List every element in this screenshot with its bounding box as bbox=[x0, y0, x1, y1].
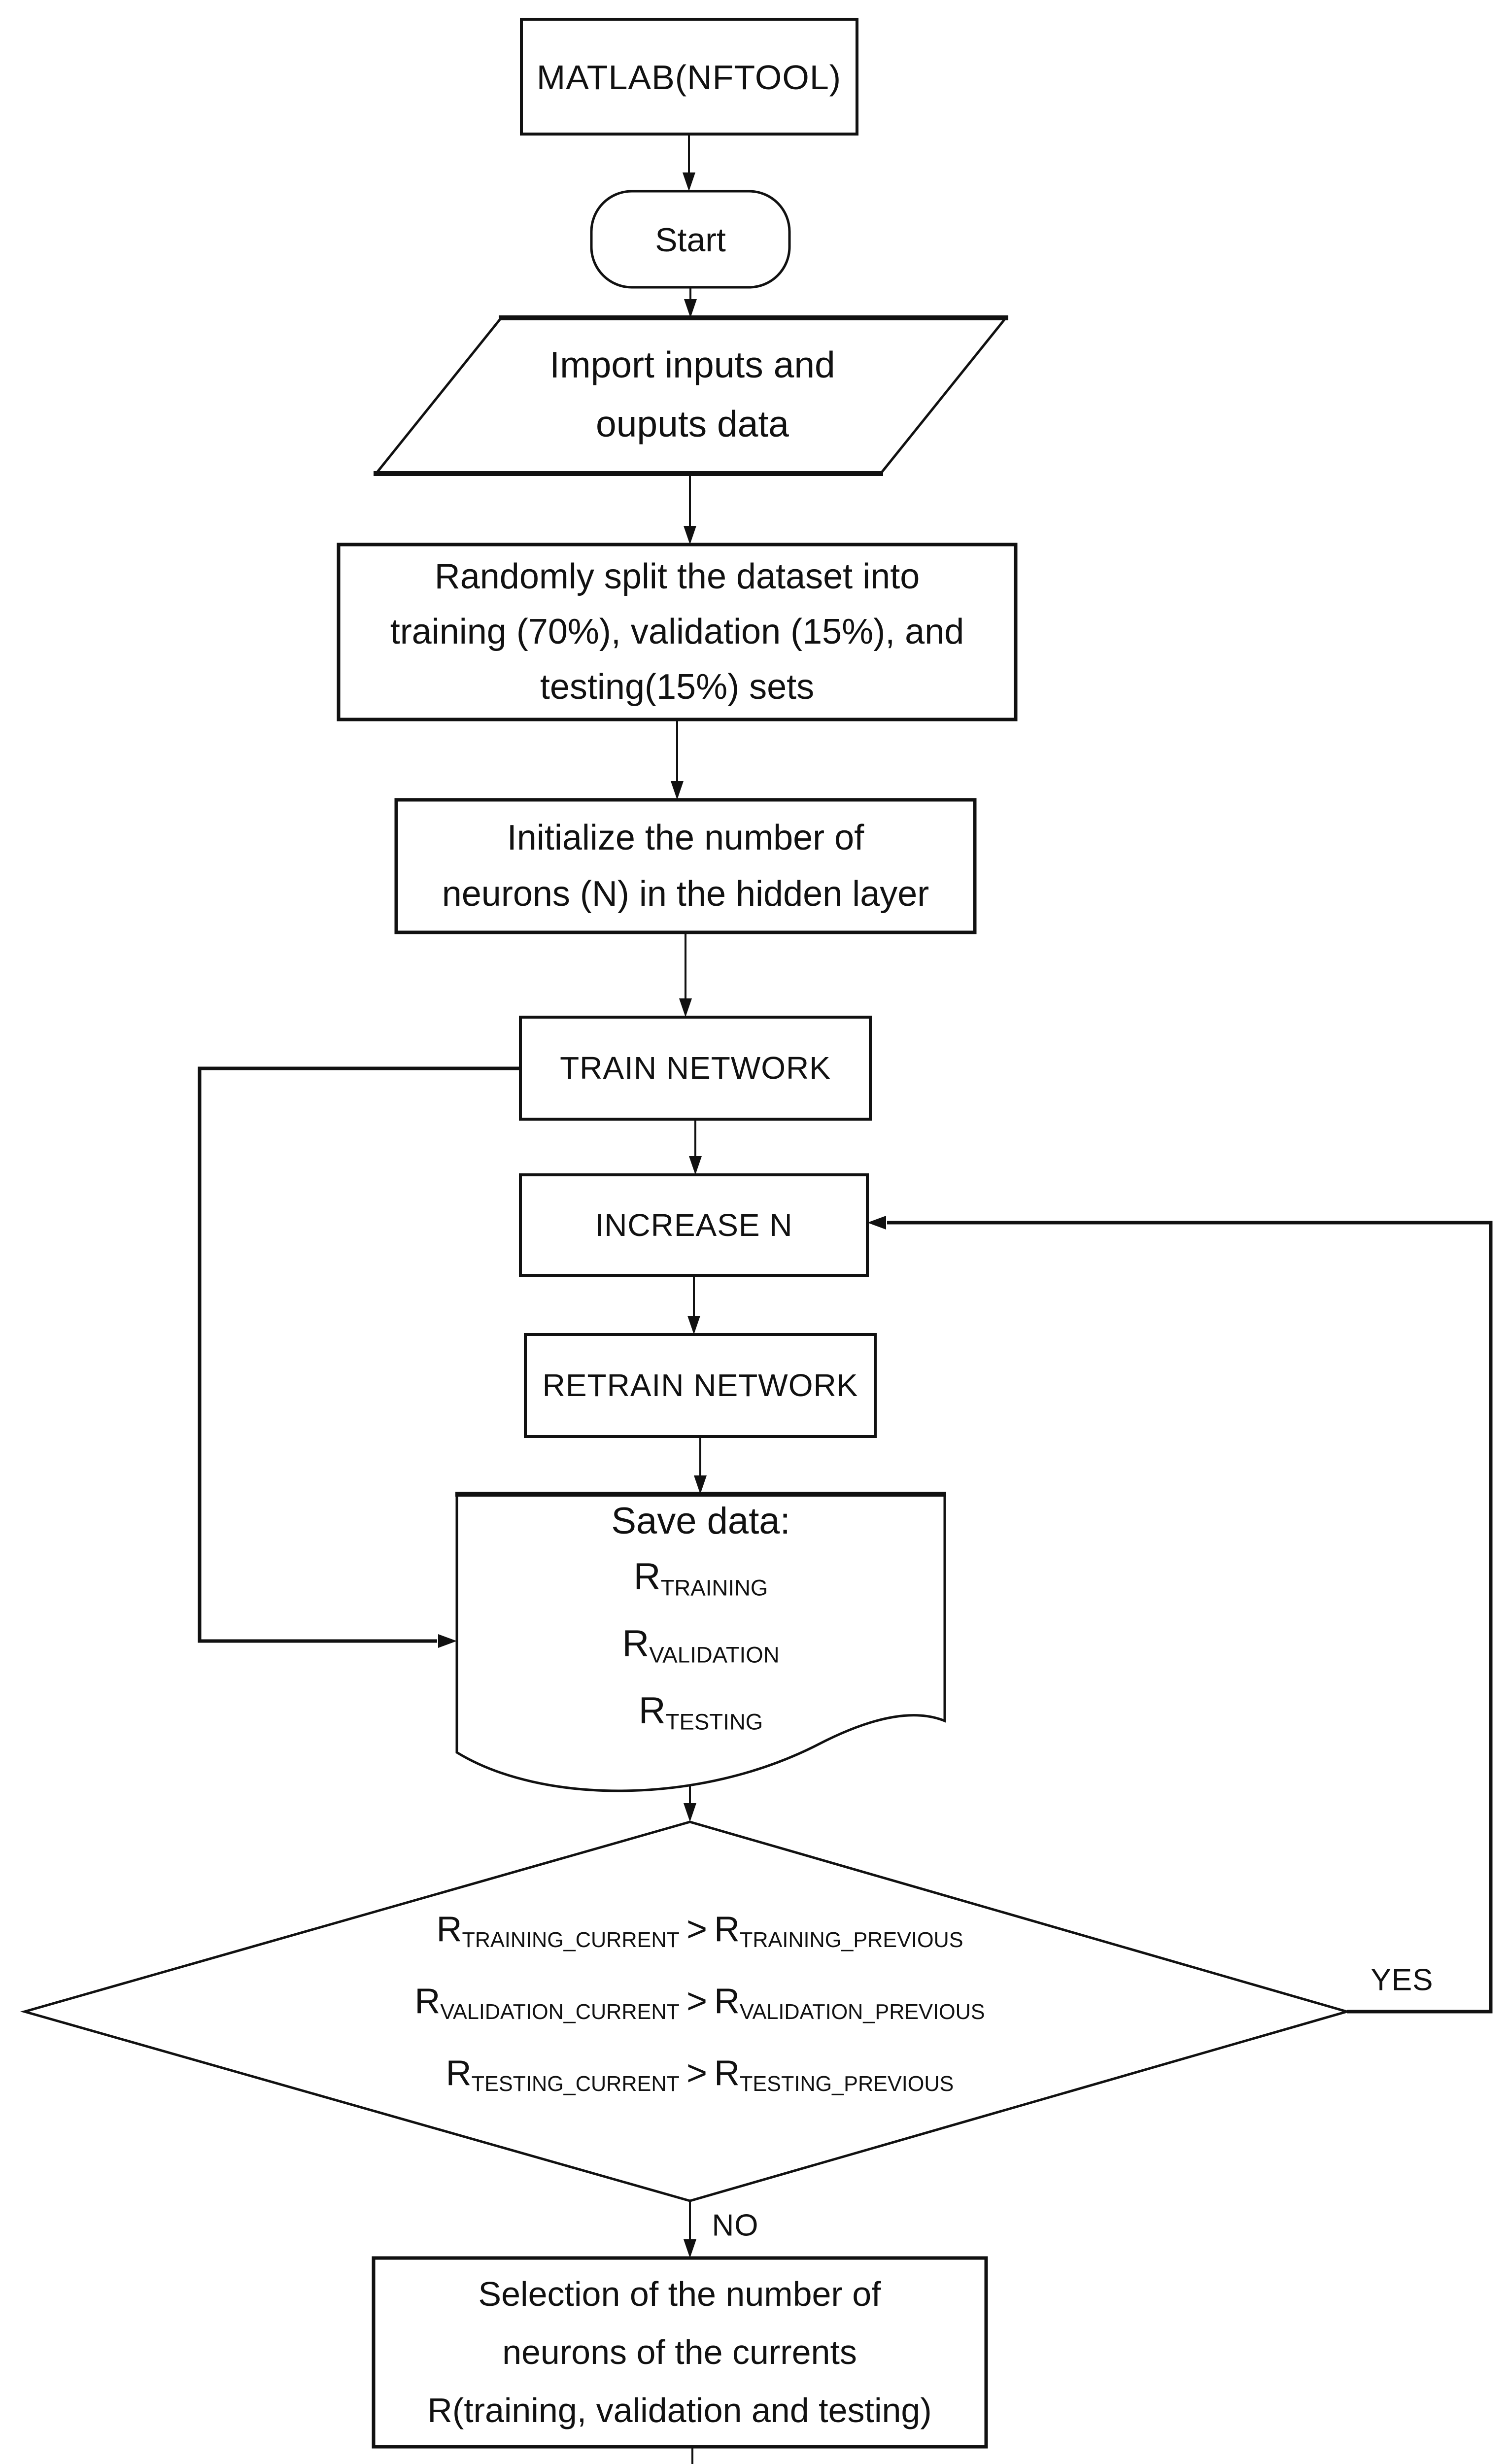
r-subscript: TESTING_PREVIOUS bbox=[739, 2072, 954, 2096]
node-train-box bbox=[519, 1016, 872, 1121]
tool-label: MATLAB(NFTOOL) bbox=[536, 58, 842, 97]
arrowhead-into-train bbox=[679, 998, 692, 1017]
loop-yes-decision-to-increase bbox=[887, 1221, 1493, 2014]
import-label: Import inputs and ouputs data bbox=[549, 335, 835, 453]
save-item-testing: RTESTING bbox=[611, 1682, 790, 1749]
arrowhead-into-retrain bbox=[687, 1316, 700, 1335]
r-subscript: TESTING_CURRENT bbox=[471, 2072, 680, 2096]
split-line-1: Randomly split the dataset into bbox=[434, 557, 920, 596]
r-subscript: TRAINING bbox=[660, 1575, 768, 1601]
selection-line-3: R(training, validation and testing) bbox=[427, 2391, 932, 2430]
r-base: R bbox=[436, 1909, 462, 1949]
r-base: R bbox=[714, 1909, 740, 1949]
save-item-training: RTRAINING bbox=[611, 1549, 790, 1616]
r-subscript: TRAINING_CURRENT bbox=[462, 1928, 680, 1952]
no-edge-label: NO bbox=[712, 2208, 759, 2243]
node-start-terminator bbox=[590, 190, 791, 289]
arrowhead-into-import bbox=[684, 299, 697, 318]
arrowhead-loop-into-save bbox=[438, 1634, 457, 1648]
start-label: Start bbox=[655, 221, 726, 259]
r-base: R bbox=[638, 1689, 666, 1732]
r-base: R bbox=[633, 1555, 661, 1598]
greater-than-operator: > bbox=[686, 1981, 707, 2021]
decision-row-1: RTRAINING_CURRENT>RTRAINING_PREVIOUS bbox=[414, 1899, 985, 1971]
r-base: R bbox=[714, 2053, 740, 2093]
split-line-3: testing(15%) sets bbox=[540, 667, 815, 707]
r-subscript: VALIDATION bbox=[649, 1642, 780, 1668]
retrain-label: RETRAIN NETWORK bbox=[542, 1368, 858, 1403]
split-label: Randomly split the dataset into training… bbox=[390, 549, 964, 715]
yes-edge-label: YES bbox=[1371, 1963, 1434, 1997]
r-base: R bbox=[622, 1622, 650, 1665]
arrowhead-into-selection bbox=[684, 2239, 696, 2258]
r-base: R bbox=[414, 1981, 441, 2021]
increase-label: INCREASE N bbox=[595, 1207, 793, 1243]
selection-line-1: Selection of the number of bbox=[478, 2275, 881, 2313]
greater-than-operator: > bbox=[686, 2053, 707, 2093]
arrowhead-into-save bbox=[694, 1475, 707, 1494]
selection-label: Selection of the number of neurons of th… bbox=[427, 2265, 931, 2439]
r-subscript: VALIDATION_CURRENT bbox=[440, 2000, 680, 2024]
node-init-box bbox=[394, 798, 977, 934]
node-split-box bbox=[337, 543, 1018, 721]
node-retrain-box bbox=[524, 1333, 877, 1438]
import-line-1: Import inputs and bbox=[549, 344, 835, 385]
node-save-document bbox=[455, 1493, 946, 1792]
arrowhead-into-increase bbox=[689, 1156, 702, 1175]
init-line-1: Initialize the number of bbox=[507, 818, 864, 857]
node-decision-diamond bbox=[20, 1820, 1352, 2202]
init-line-2: neurons (N) in the hidden layer bbox=[442, 874, 929, 914]
save-label: Save data: RTRAINING RVALIDATION RTESTIN… bbox=[611, 1493, 790, 1749]
node-selection-box bbox=[372, 2256, 988, 2449]
loop-train-to-save bbox=[198, 1066, 520, 1643]
selection-line-2: neurons of the currents bbox=[502, 2333, 857, 2371]
import-line-2: ouputs data bbox=[596, 403, 789, 445]
split-line-2: training (70%), validation (15%), and bbox=[390, 612, 964, 651]
r-subscript: TRAINING_PREVIOUS bbox=[739, 1928, 963, 1952]
arrowhead-into-start bbox=[683, 172, 695, 191]
r-subscript: TESTING bbox=[665, 1709, 763, 1735]
arrowhead-into-decision bbox=[684, 1803, 696, 1822]
decision-row-3: RTESTING_CURRENT>RTESTING_PREVIOUS bbox=[414, 2043, 985, 2115]
arrowhead-into-init bbox=[671, 781, 684, 800]
node-increase-box bbox=[519, 1173, 869, 1277]
decision-row-2: RVALIDATION_CURRENT>RVALIDATION_PREVIOUS bbox=[414, 1971, 985, 2043]
save-item-validation: RVALIDATION bbox=[611, 1616, 790, 1683]
node-tool-box bbox=[520, 18, 858, 136]
greater-than-operator: > bbox=[686, 1909, 707, 1949]
arrowhead-into-split bbox=[684, 526, 696, 545]
train-label: TRAIN NETWORK bbox=[560, 1050, 831, 1086]
arrowhead-loop-into-increase bbox=[867, 1216, 886, 1230]
r-subscript: VALIDATION_PREVIOUS bbox=[739, 2000, 985, 2024]
r-base: R bbox=[714, 1981, 740, 2021]
init-label: Initialize the number of neurons (N) in … bbox=[442, 810, 929, 922]
save-title: Save data: bbox=[611, 1500, 790, 1542]
r-base: R bbox=[446, 2053, 472, 2093]
decision-label: RTRAINING_CURRENT>RTRAINING_PREVIOUS RVA… bbox=[414, 1899, 985, 2115]
